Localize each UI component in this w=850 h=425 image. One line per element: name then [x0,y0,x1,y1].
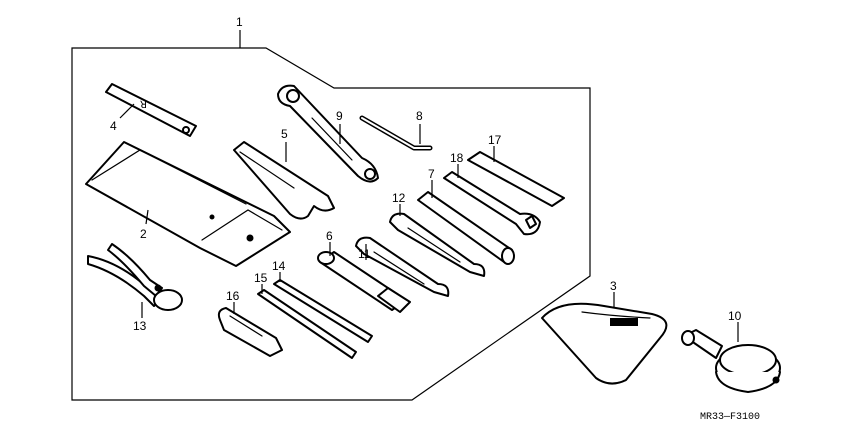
callout-9: 9 [336,109,343,123]
part-2-tool-bag [85,141,291,267]
callout-3: 3 [610,279,617,293]
callout-2: 2 [140,227,147,241]
callout-6: 6 [326,229,333,243]
part-12-open-end-spanner [389,212,486,277]
drawing-code: MR33—F3100 [700,412,760,423]
callout-11: 11 [358,247,371,261]
part-9-ring-spanner [277,84,379,183]
callout-17: 17 [488,133,502,147]
callout-15: 15 [254,271,268,285]
part-4-flat-spanner: ꓤ [105,83,197,137]
part-7-box-spanner [417,191,515,265]
part-16-screwdriver-handle [217,307,283,357]
part-13-pliers [87,243,183,311]
part-3-pouch [541,302,668,385]
callout-14: 14 [272,259,286,273]
callout-8: 8 [416,109,423,123]
svg-text:ꓤ: ꓤ [140,100,147,112]
part-17-extension-bar [467,151,565,207]
callout-18: 18 [450,151,464,165]
callout-12: 12 [392,191,406,205]
leader-2 [145,209,149,225]
leader-4 [119,103,135,119]
callout-4: 4 [110,119,117,133]
part-8-hex-key [359,115,433,151]
callout-1: 1 [236,15,243,29]
callout-13: 13 [133,319,147,333]
part-14-screwdriver-blade [273,279,373,343]
callout-7: 7 [428,167,435,181]
part-10-pressure-gauge [681,329,781,393]
tool-kit-outline [71,47,591,401]
part-18-spanner-handle [443,171,541,236]
callout-10: 10 [728,309,742,323]
callout-5: 5 [281,127,288,141]
callout-16: 16 [226,289,240,303]
part-11-open-end-spanner [355,236,450,297]
part-5-pin-spanner [233,141,335,220]
